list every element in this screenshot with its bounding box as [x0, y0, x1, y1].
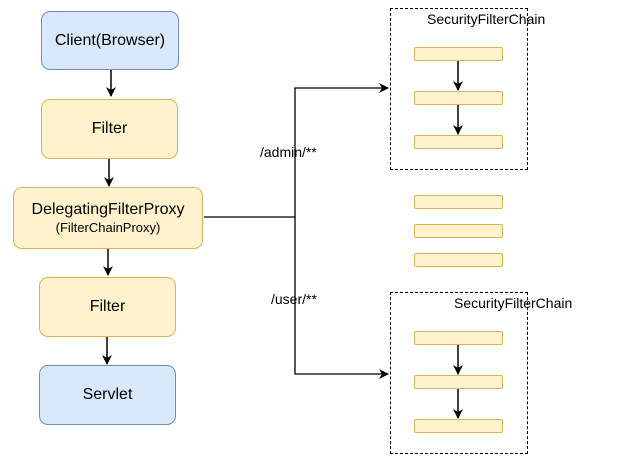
security-filter-chain-top — [390, 8, 528, 170]
chain-top-filter-1 — [414, 47, 503, 61]
chain-bottom-filter-2 — [414, 375, 503, 389]
client-browser-node: Client(Browser) — [41, 11, 179, 70]
chain-bottom-filter-3 — [414, 419, 503, 433]
servlet-label: Servlet — [82, 386, 133, 403]
route-line-user — [294, 217, 389, 379]
route-line-admin — [204, 83, 389, 218]
middle-filter-3 — [414, 253, 503, 267]
security-filter-chain-top-title: SecurityFilterChain — [427, 11, 546, 27]
filter-top-label: Filter — [91, 120, 128, 137]
middle-filter-2 — [414, 224, 503, 238]
filter-bottom-node: Filter — [39, 277, 176, 337]
chain-top-filter-3 — [414, 135, 503, 149]
security-filter-chain-bottom — [390, 292, 528, 454]
filter-top-node: Filter — [41, 99, 178, 159]
route-label-admin: /admin/** — [260, 144, 317, 160]
security-filter-chain-bottom-title: SecurityFilterChain — [454, 295, 573, 311]
chain-top-filter-2 — [414, 91, 503, 105]
route-label-user: /user/** — [271, 291, 317, 307]
proxy-sublabel: (FilterChainProxy) — [55, 220, 161, 235]
filter-bottom-label: Filter — [89, 298, 126, 315]
proxy-label: DelegatingFilterProxy — [31, 201, 185, 218]
middle-filter-1 — [414, 195, 503, 209]
delegating-filter-proxy-node: DelegatingFilterProxy (FilterChainProxy) — [13, 187, 203, 249]
client-browser-label: Client(Browser) — [54, 31, 166, 49]
chain-bottom-filter-1 — [414, 331, 503, 345]
servlet-node: Servlet — [39, 365, 176, 425]
